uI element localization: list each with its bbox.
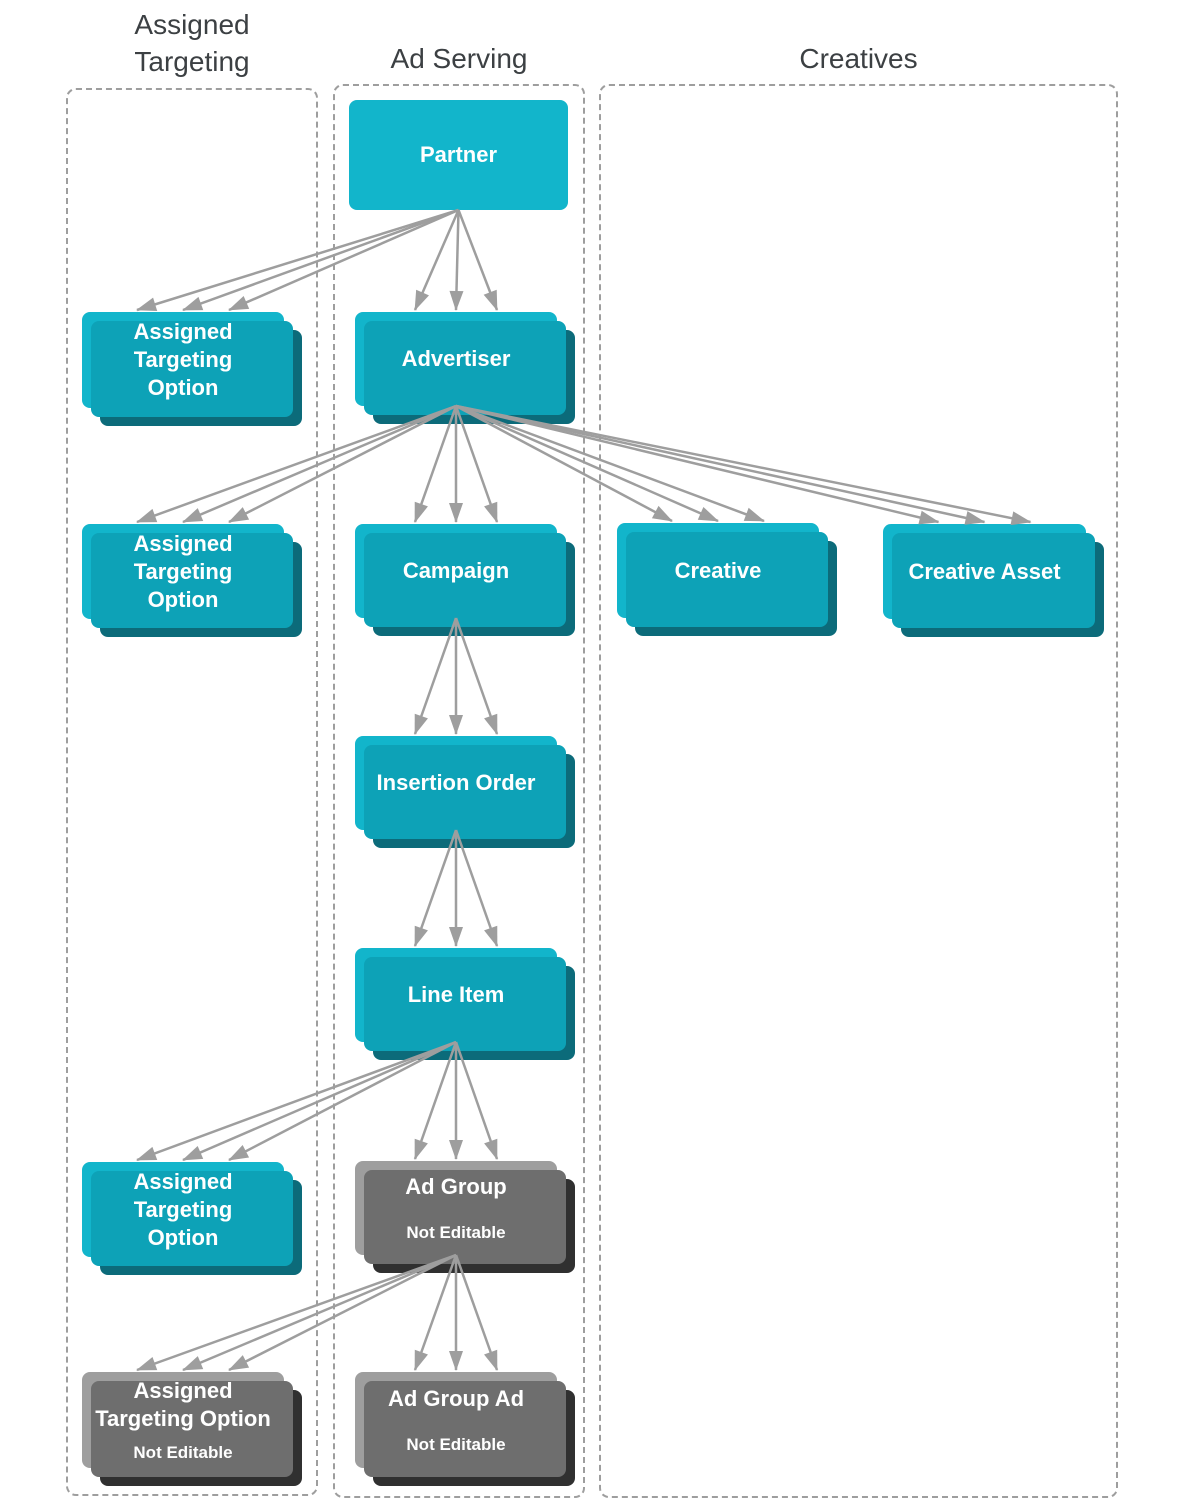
node-assigned-targeting-option-partner: Assigned Targeting Option: [82, 312, 284, 408]
node-ad-group-ad: Ad Group Ad Not Editable: [355, 1372, 557, 1468]
node-line-item-label: Line Item: [407, 982, 505, 1007]
node-creative-asset-label: Creative Asset: [908, 558, 1061, 584]
node-advertiser: Advertiser: [355, 312, 557, 406]
node-advertiser-label: Advertiser: [401, 346, 511, 371]
node-insertion-order-label: Insertion Order: [376, 770, 536, 795]
node-assigned-targeting-option-advertiser: Assigned Targeting Option: [82, 524, 284, 619]
panel-assigned-targeting: [66, 88, 318, 1496]
panel-ad-serving: [333, 84, 585, 1498]
node-assigned-targeting-option-line-item: Assigned Targeting Option: [82, 1162, 284, 1257]
node-partner: Partner: [349, 100, 568, 210]
panel-creatives: [599, 84, 1118, 1498]
node-ad-group-ad-label: Ad Group Ad: [387, 1386, 525, 1411]
node-assigned-targeting-option-not-editable: Assigned Targeting Option Not Editable: [82, 1372, 284, 1468]
node-ad-group-label: Ad Group: [405, 1174, 507, 1199]
node-ato-advertiser-label: Assigned Targeting Option: [133, 530, 233, 612]
node-insertion-order: Insertion Order: [355, 736, 557, 830]
node-ad-group-ad-sublabel: Not Editable: [406, 1435, 506, 1454]
node-ad-group: Ad Group Not Editable: [355, 1161, 557, 1255]
node-ato-ne-sublabel: Not Editable: [133, 1443, 233, 1462]
column-title-ad-serving: Ad Serving: [390, 43, 528, 74]
node-creative-asset: Creative Asset: [883, 524, 1086, 619]
node-creative: Creative: [617, 523, 819, 618]
column-title-creatives: Creatives: [799, 43, 918, 74]
node-ato-ne-label: Assigned Targeting Option: [95, 1378, 271, 1431]
node-partner-label: Partner: [419, 142, 498, 167]
column-title-assigned-targeting: Assigned Targeting: [134, 9, 250, 77]
node-ato-partner-label: Assigned Targeting Option: [133, 319, 233, 400]
node-campaign: Campaign: [355, 524, 557, 618]
node-ato-line-item-label: Assigned Targeting Option: [133, 1168, 233, 1250]
node-line-item: Line Item: [355, 948, 557, 1042]
node-ad-group-sublabel: Not Editable: [406, 1223, 506, 1242]
node-campaign-label: Campaign: [402, 558, 510, 583]
node-creative-label: Creative: [674, 557, 762, 583]
